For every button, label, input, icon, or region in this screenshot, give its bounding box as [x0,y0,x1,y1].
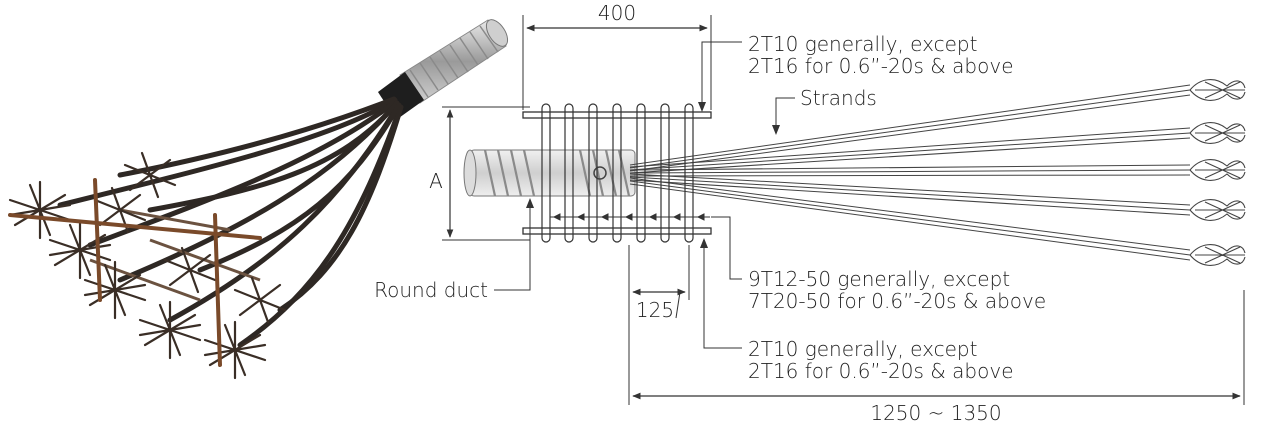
dim-400-label: 400 [598,1,636,25]
technical-drawing: 400 A 125 1250 ~ 1350 2T10 g [374,1,1246,425]
links-label-2: 7T20-50 for 0.6”-20s & above [748,289,1046,313]
top-bar-label-2: 2T16 for 0.6”-20s & above [748,54,1014,78]
link-spacing-ticks [550,213,710,221]
dim-total: 1250 ~ 1350 [628,245,1245,425]
leader-links: 9T12-50 generally, except 7T20-50 for 0.… [711,216,1046,313]
anchor-photo [8,19,509,380]
drawing-duct [463,149,636,197]
dim-a: A [429,106,530,241]
dim-125: 125 [628,245,690,322]
dim-total-label: 1250 ~ 1350 [870,401,1001,425]
bottom-bar-label-1: 2T10 generally, except [748,337,977,361]
cage-bars [522,111,712,235]
drawing-bulbs [1189,79,1246,266]
dim-a-label: A [429,169,443,193]
leader-top-bars: 2T10 generally, except 2T16 for 0.6”-20s… [698,32,1014,112]
top-bar-label-1: 2T10 generally, except [748,32,977,56]
photo-duct [399,19,509,104]
links-label-1: 9T12-50 generally, except [748,267,1010,291]
photo-strands [57,96,404,348]
leader-strands: Strands [772,86,877,135]
cage-links [541,103,694,243]
dim-400: 400 [522,1,712,110]
leader-bottom-bars: 2T10 generally, except 2T16 for 0.6”-20s… [700,238,1014,383]
dim-125-label: 125 [636,298,674,322]
round-duct-label: Round duct [374,278,488,302]
leader-round-duct: Round duct [374,198,534,302]
photo-rebar [8,178,262,367]
strands-label: Strands [800,86,877,110]
bottom-bar-label-2: 2T16 for 0.6”-20s & above [748,359,1014,383]
drawing-strands [629,84,1191,261]
photo-bulbs [8,151,287,380]
